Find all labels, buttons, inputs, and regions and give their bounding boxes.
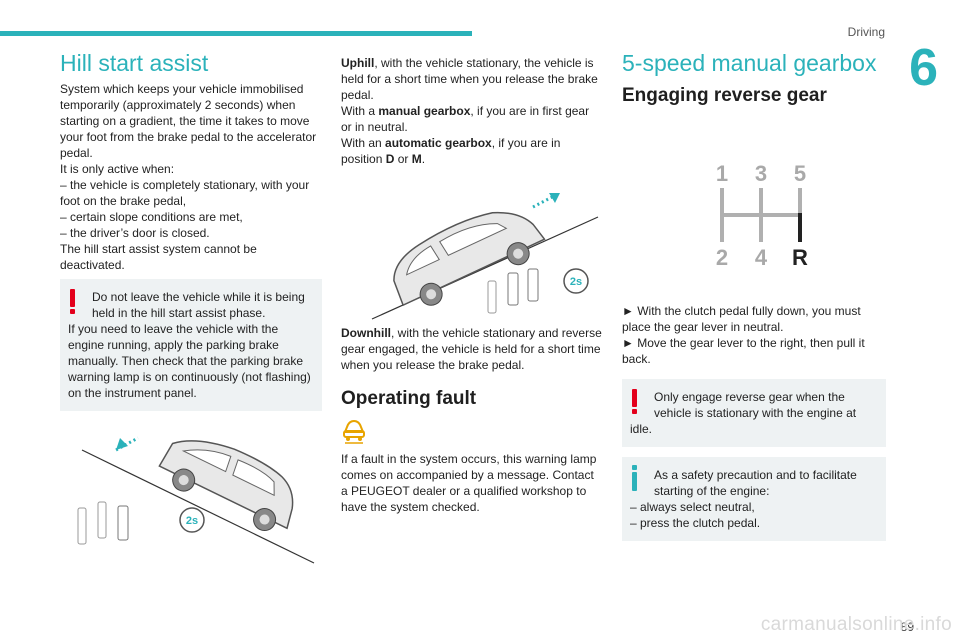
uphill-paragraph: Uphill, with the vehicle stationary, the…: [341, 56, 598, 102]
downhill-car-illustration: 2s: [77, 436, 315, 564]
warning-icon: [632, 389, 637, 414]
chapter-number: 6: [909, 39, 938, 97]
cannot-deactivate-note: The hill start assist system cannot be d…: [60, 242, 257, 272]
info-box: As a safety precaution and to facilitate…: [622, 457, 886, 541]
warning-text: Do not leave the vehicle while it is bei…: [92, 290, 305, 320]
gear-5-label: 5: [794, 161, 806, 186]
timer-icon-label: 2s: [186, 515, 198, 527]
reverse-gear-subtitle: Engaging reverse gear: [622, 85, 827, 106]
operating-fault-title: Operating fault: [341, 388, 477, 409]
warning-box: Only engage reverse gear when the vehicl…: [622, 379, 886, 447]
column-uphill-downhill: Uphill, with the vehicle stationary, the…: [341, 55, 603, 167]
condition-item: – the driver’s door is closed.: [60, 226, 210, 240]
page-number: 89: [900, 620, 914, 634]
section-title: Driving: [847, 25, 885, 39]
gear-3-label: 3: [755, 161, 767, 186]
warning-icon: [70, 289, 75, 314]
active-when-label: It is only active when:: [60, 162, 175, 176]
gear-2-label: 2: [716, 245, 728, 270]
column-gearbox: 5-speed manual gearbox Engaging reverse …: [622, 50, 886, 106]
step-item: ► With the clutch pedal fully down, you …: [622, 304, 861, 334]
info-item: – press the clutch pedal.: [630, 516, 761, 530]
hill-start-title: Hill start assist: [60, 50, 209, 76]
warning-box: Do not leave the vehicle while it is bei…: [60, 279, 322, 411]
gearbox-instructions: ► With the clutch pedal fully down, you …: [622, 303, 886, 541]
gear-reverse-label: R: [792, 245, 808, 270]
gear-pattern-diagram: 1 3 5 2 4 R: [716, 161, 808, 270]
automatic-gearbox-paragraph: With an automatic gearbox, if you are in…: [341, 136, 561, 166]
downhill-label: Downhill: [341, 326, 391, 340]
uphill-car-illustration: 2s: [371, 193, 599, 320]
gear-1-label: 1: [716, 161, 728, 186]
header-accent-bar: [0, 31, 472, 36]
warning-text-continued: If you need to leave the vehicle with th…: [68, 322, 311, 400]
column-hill-start: Hill start assist System which keeps you…: [60, 50, 322, 411]
condition-item: – the vehicle is completely stationary, …: [60, 178, 310, 208]
info-icon: [632, 465, 637, 491]
hill-start-intro: System which keeps your vehicle immobili…: [60, 82, 317, 160]
warning-text: Only engage reverse gear when the vehicl…: [654, 390, 857, 420]
downhill-paragraph: Downhill, with the vehicle stationary an…: [341, 326, 602, 372]
step-item: ► Move the gear lever to the right, then…: [622, 336, 865, 366]
gearbox-title: 5-speed manual gearbox: [622, 50, 877, 76]
info-text: As a safety precaution and to facilitate…: [654, 468, 857, 498]
manual-gearbox-paragraph: With a manual gearbox, if you are in fir…: [341, 104, 590, 134]
uphill-label: Uphill: [341, 56, 375, 70]
watermark: carmanualsonline.info: [760, 614, 952, 635]
column-downhill-fault: Downhill, with the vehicle stationary an…: [341, 325, 603, 515]
timer-icon-label: 2s: [570, 276, 582, 288]
operating-fault-text: If a fault in the system occurs, this wa…: [341, 452, 597, 514]
hill-start-warning-lamp-icon: [343, 419, 365, 444]
gear-4-label: 4: [755, 245, 768, 270]
warning-text-continued: idle.: [630, 422, 653, 436]
info-item: – always select neutral,: [630, 500, 755, 514]
condition-item: – certain slope conditions are met,: [60, 210, 243, 224]
